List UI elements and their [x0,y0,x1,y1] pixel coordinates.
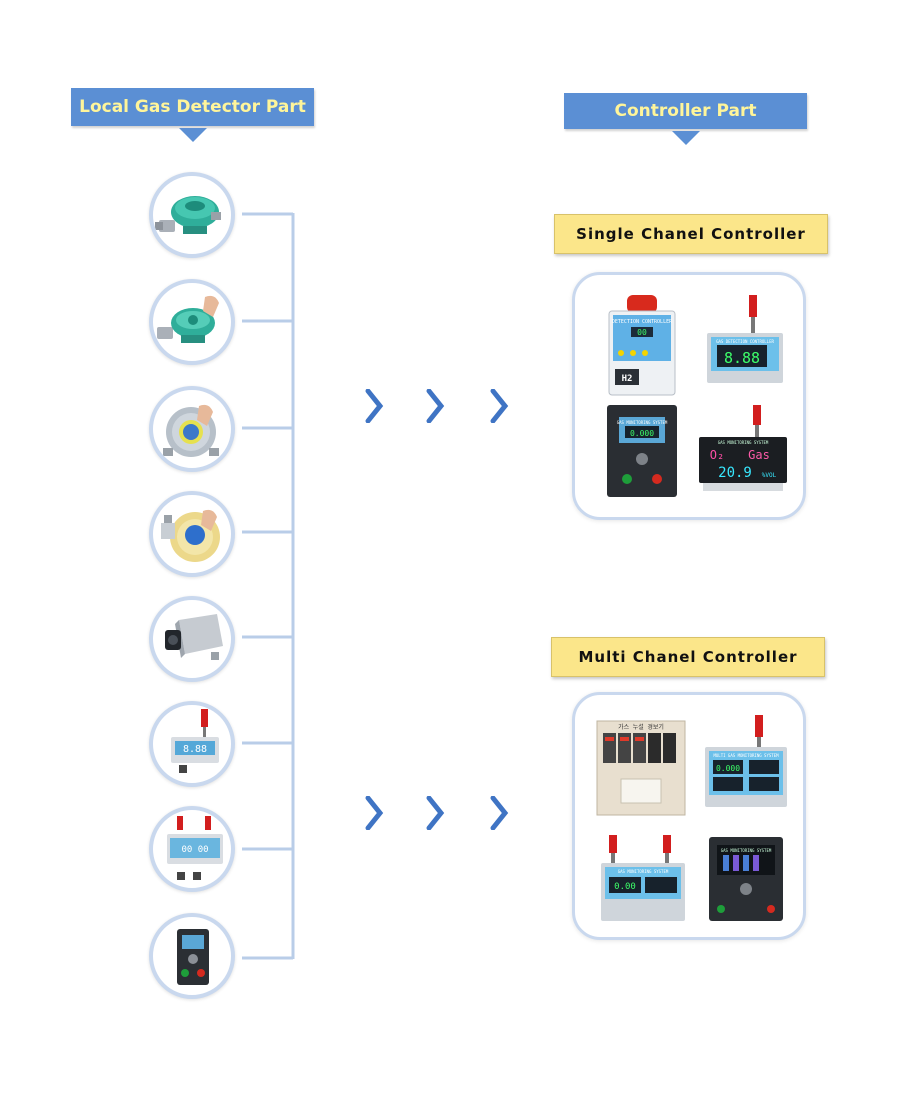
chevron-right-icon [490,389,509,423]
device-value: 8.88 [724,349,760,367]
device-tag: H2 [622,374,633,384]
multi-gas-monitoring-system: MULTI GAS MONITORING SYSTEM 0.000 [705,715,787,807]
explosion-proof-detector-hand-icon [157,295,219,343]
gas-detection-controller-icon: 8.88 [171,709,219,773]
device-value: 0.000 [716,764,740,773]
gas-monitoring-system-dual-panel: GAS MONITORING SYSTEM 0.00 [601,835,685,921]
multi-channel-products: 가스 누설 경보기 MULTI GAS MONITORING SYSTEM 0.… [572,692,806,940]
controller-part-header: Controller Part [564,93,807,129]
chevron-right-icon [426,796,445,830]
explosion-proof-gas-monitoring: GAS MONITORING SYSTEM 0.000 [607,405,677,497]
chevron-right-icon [365,796,384,830]
device-label: MULTI GAS MONITORING SYSTEM [713,753,779,758]
detector-part-title: Local Gas Detector Part [79,97,306,117]
device-label: DETECTION CONTROLLER [612,319,673,325]
gas-monitoring-system-dual-icon: 00 00 [167,816,223,880]
explosion-proof-monitor-icon [177,929,209,985]
svg-text:8.88: 8.88 [183,744,207,755]
detector-2 [149,279,235,365]
detector-7: 00 00 [149,806,235,892]
device-value: 20.9 [718,465,752,481]
gas-monitoring-system-o2: GAS MONITORING SYSTEM O₂ Gas 20.9 %VOL [699,405,787,491]
detector-4 [149,491,235,577]
svg-text:00 00: 00 00 [181,845,208,855]
device-label: GAS MONITORING SYSTEM [718,440,769,445]
device-label: 가스 누설 경보기 [618,723,664,731]
smoke-detector-box-icon [165,614,223,660]
device-gas1: O₂ [710,448,724,462]
detector-3 [149,386,235,472]
single-channel-title: Single Chanel Controller [576,225,806,243]
detector-part-header: Local Gas Detector Part [71,88,314,126]
chevron-right-icon [490,796,509,830]
multi-channel-label: Multi Chanel Controller [551,637,825,677]
chevron-right-icon [365,389,384,423]
detector-header-arrow-icon [179,128,207,142]
explosion-proof-multi-monitor: GAS MONITORING SYSTEM [709,837,783,921]
device-value: 0.000 [630,429,654,438]
device-label: GAS MONITORING SYSTEM [721,848,772,853]
device-value: 00 [637,328,647,337]
detector-8 [149,913,235,999]
flameproof-detector-grey-icon [163,404,219,457]
device-label: GAS MONITORING SYSTEM [618,869,669,874]
single-channel-label: Single Chanel Controller [554,214,828,254]
controller-header-arrow-icon [672,131,700,145]
device-value: 0.00 [614,882,636,892]
single-channel-products: DETECTION CONTROLLER 00 H2 GAS DETECTION… [572,272,806,520]
device-label: GAS MONITORING SYSTEM [617,420,668,425]
chevron-right-icon [426,389,445,423]
multi-channel-title: Multi Chanel Controller [578,648,798,666]
device-gas2: Gas [748,448,770,462]
controller-part-title: Controller Part [614,101,757,121]
detector-1 [149,172,235,258]
detection-controller-h2: DETECTION CONTROLLER 00 H2 [608,295,676,396]
device-label: GAS DETECTION CONTROLLER [716,339,774,344]
gas-leak-alarm-panel: 가스 누설 경보기 [596,720,686,816]
detector-5 [149,596,235,682]
gas-detection-controller: GAS DETECTION CONTROLLER 8.88 [707,295,783,383]
device-unit: %VOL [762,472,777,479]
flameproof-detector-yellow-icon [161,509,220,562]
explosion-proof-detector-icon [155,196,221,234]
detector-6: 8.88 [149,701,235,787]
